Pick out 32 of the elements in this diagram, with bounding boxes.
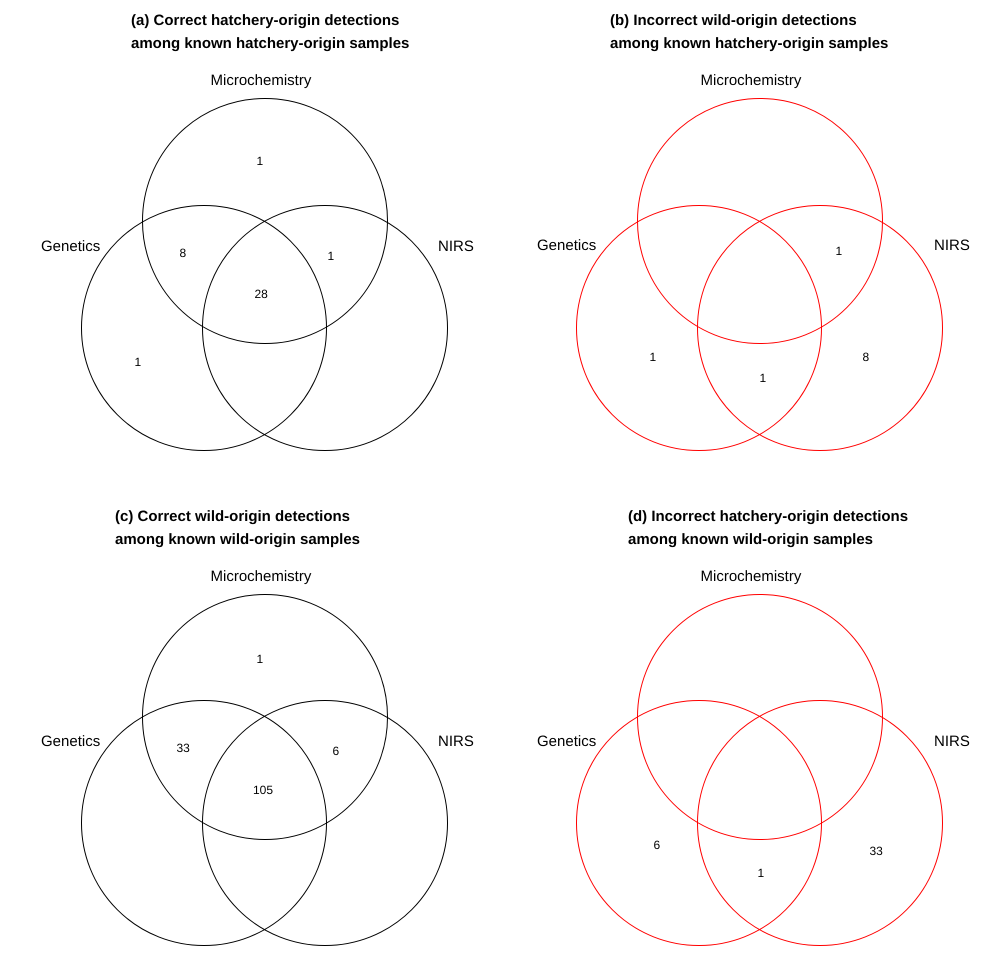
set-label: NIRS bbox=[438, 238, 474, 256]
region-count: 1 bbox=[650, 350, 656, 364]
region-count: 8 bbox=[862, 350, 870, 364]
set-label: Genetics bbox=[41, 238, 100, 256]
panel-title: (c) Correct wild-origin detections among known wild-origin samples bbox=[115, 507, 362, 550]
panel-title: (a) Correct hatchery-origin detections among known hatchery-origin samples bbox=[131, 11, 410, 54]
set-label: Genetics bbox=[537, 237, 596, 255]
set-label: Genetics bbox=[537, 733, 596, 751]
region-count: 1 bbox=[328, 249, 334, 263]
set-label: NIRS bbox=[934, 733, 970, 751]
region-count: 105 bbox=[253, 783, 274, 797]
region-count: 6 bbox=[654, 838, 660, 852]
region-count: 1 bbox=[836, 244, 842, 258]
region-count: 28 bbox=[254, 287, 268, 301]
set-label: Microchemistry bbox=[700, 568, 802, 586]
set-label: Microchemistry bbox=[210, 568, 312, 586]
region-count: 1 bbox=[256, 652, 264, 666]
region-count: 1 bbox=[758, 866, 764, 880]
set-label: Microchemistry bbox=[700, 72, 802, 90]
region-count: 1 bbox=[134, 355, 142, 369]
set-label: NIRS bbox=[934, 237, 970, 255]
region-count: 33 bbox=[870, 844, 883, 858]
set-label: Genetics bbox=[41, 733, 100, 751]
region-count: 1 bbox=[256, 154, 264, 168]
set-label: Microchemistry bbox=[210, 72, 312, 90]
region-count: 33 bbox=[176, 741, 190, 755]
region-count: 8 bbox=[180, 246, 186, 260]
panel-title: (b) Incorrect wild-origin detections among known hatchery-origin samples bbox=[610, 11, 890, 54]
region-count: 6 bbox=[332, 744, 340, 758]
region-count: 1 bbox=[760, 371, 766, 385]
set-label: NIRS bbox=[438, 733, 474, 751]
panel-title: (d) Incorrect hatchery-origin detections among known wild-origin samples bbox=[628, 507, 910, 550]
